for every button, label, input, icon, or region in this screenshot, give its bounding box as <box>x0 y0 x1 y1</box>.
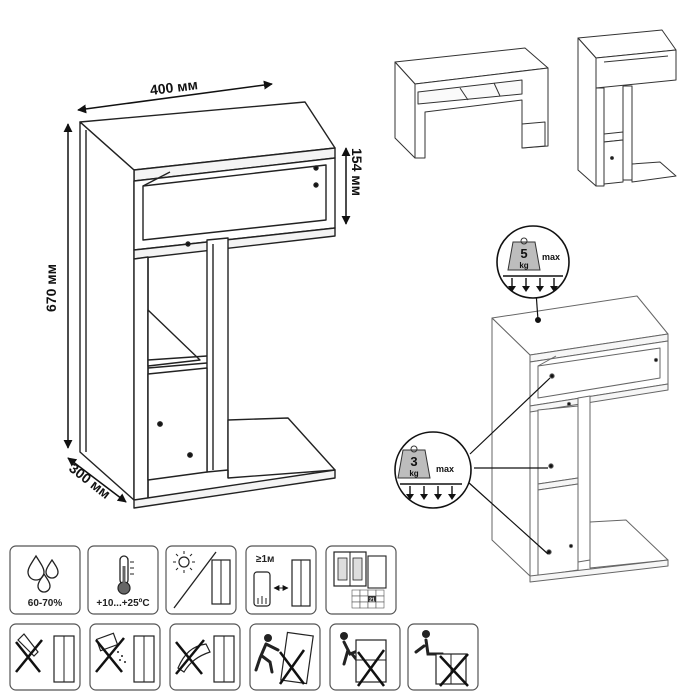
shelf-height-label: 154 мм <box>349 148 365 196</box>
height-label: 670 мм <box>43 264 59 312</box>
svg-text:21: 21 <box>369 598 375 604</box>
care-icons-row: 60-70% +10...+25ºC <box>9 545 397 615</box>
no-cleaning-icon <box>169 623 241 691</box>
no-spray-icon <box>89 623 161 691</box>
svg-text:5: 5 <box>520 246 527 261</box>
svg-text:max: max <box>436 464 454 474</box>
no-pushing-icon <box>249 623 321 691</box>
svg-text:3: 3 <box>410 454 417 469</box>
variant-vertical-drawing <box>577 29 677 187</box>
svg-text:kg: kg <box>409 469 418 478</box>
weight-icon <box>507 241 541 271</box>
heater-icon: ≥1м <box>245 545 317 615</box>
no-knife-icon <box>9 623 81 691</box>
no-sitting-icon <box>407 623 479 691</box>
weight-icon <box>397 449 431 479</box>
no-climbing-icon <box>329 623 401 691</box>
main-table-drawing <box>79 101 336 509</box>
svg-text:max: max <box>542 252 560 262</box>
variant-horizontal-drawing <box>394 47 549 159</box>
dimension-lines <box>63 80 351 503</box>
load-table-drawing <box>491 295 669 583</box>
svg-text:≥1м: ≥1м <box>256 554 274 565</box>
sun-icon <box>165 545 237 615</box>
width-label: 400 мм <box>149 76 199 98</box>
window-calendar-icon: 21 <box>325 545 397 615</box>
svg-text:+10...+25ºC: +10...+25ºC <box>96 598 149 609</box>
load-badge-top: 5 kg max <box>496 225 570 299</box>
thermometer-icon: +10...+25ºC <box>87 545 159 615</box>
svg-text:kg: kg <box>519 261 528 270</box>
svg-text:60-70%: 60-70% <box>28 598 63 609</box>
warning-icons-row <box>9 623 479 691</box>
water-drops-icon: 60-70% <box>9 545 81 615</box>
load-badge-shelf: 3 kg max <box>394 431 472 509</box>
